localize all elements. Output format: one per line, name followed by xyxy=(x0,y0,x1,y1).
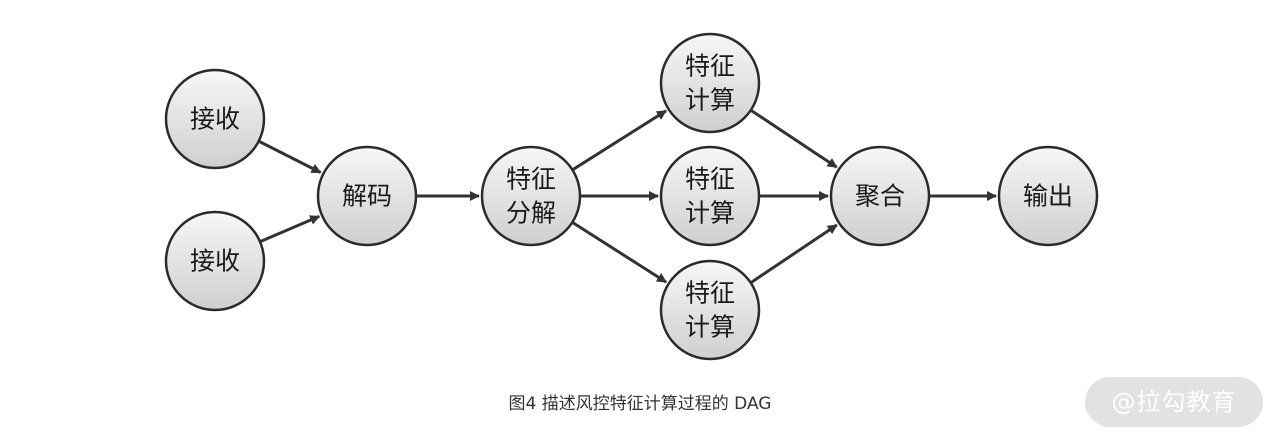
node-label: 计算 xyxy=(685,199,735,228)
edge-split-to-calc1 xyxy=(572,109,667,171)
node-label: 接收 xyxy=(190,105,240,134)
edges-layer xyxy=(258,109,997,284)
node-circle xyxy=(829,145,931,247)
node-label: 输出 xyxy=(1023,182,1073,211)
node-calc3: 特征计算 xyxy=(659,259,761,361)
node-circle xyxy=(164,68,266,170)
nodes-layer: 接收接收解码特征分解特征计算特征计算特征计算聚合输出 xyxy=(164,32,1099,361)
node-circle xyxy=(659,32,761,134)
watermark-badge: @拉勾教育 xyxy=(1085,377,1263,427)
figure-caption: 图4 描述风控特征计算过程的 DAG xyxy=(508,394,772,414)
node-calc2: 特征计算 xyxy=(659,145,761,247)
node-circle xyxy=(659,259,761,361)
node-label: 分解 xyxy=(506,199,556,228)
node-recv1: 接收 xyxy=(164,68,266,170)
node-recv2: 接收 xyxy=(164,210,266,312)
node-agg: 聚合 xyxy=(829,145,931,247)
node-label: 特征 xyxy=(685,52,735,81)
node-decode: 解码 xyxy=(316,145,418,247)
node-label: 接收 xyxy=(190,247,240,276)
edge-recv2-to-decode xyxy=(260,215,321,243)
node-label: 特征 xyxy=(685,165,735,194)
node-label: 计算 xyxy=(685,86,735,115)
node-circle xyxy=(997,145,1099,247)
node-calc1: 特征计算 xyxy=(659,32,761,134)
edge-recv1-to-decode xyxy=(258,140,322,174)
node-label: 解码 xyxy=(342,182,392,211)
edge-calc1-to-agg xyxy=(750,109,838,169)
node-out: 输出 xyxy=(997,145,1099,247)
node-label: 特征 xyxy=(506,165,556,194)
edge-split-to-calc3 xyxy=(572,221,667,284)
node-label: 计算 xyxy=(685,313,735,342)
node-circle xyxy=(659,145,761,247)
node-circle xyxy=(316,145,418,247)
node-circle xyxy=(164,210,266,312)
node-circle xyxy=(480,145,582,247)
node-label: 特征 xyxy=(685,279,735,308)
node-label: 聚合 xyxy=(855,182,905,211)
edge-calc3-to-agg xyxy=(750,223,838,284)
